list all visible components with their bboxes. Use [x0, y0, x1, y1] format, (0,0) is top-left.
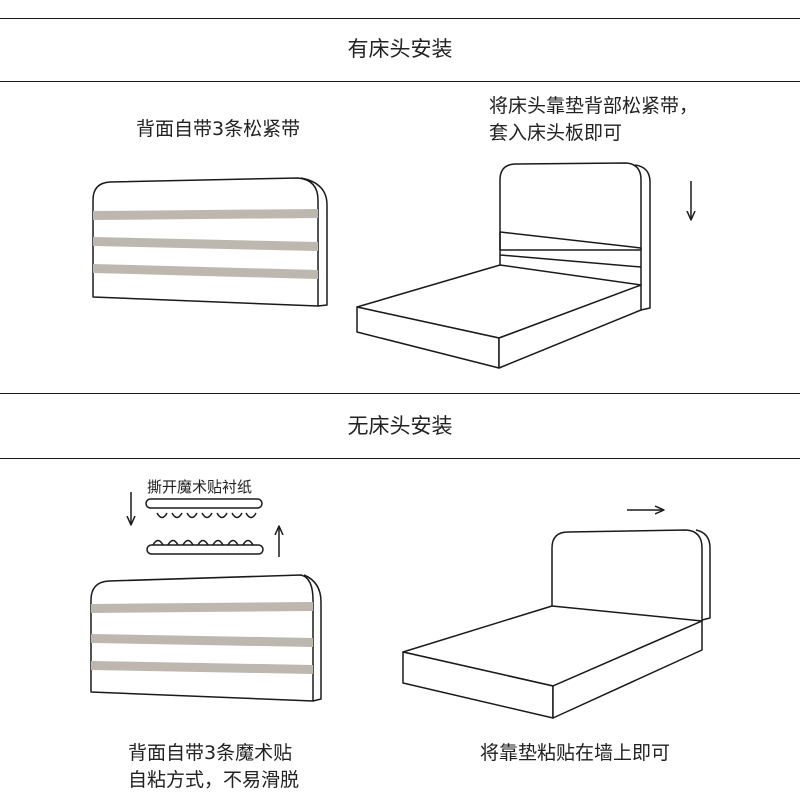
velcro-backing-bottom: [146, 544, 264, 555]
strap-2: [93, 237, 318, 251]
top-divider: [0, 18, 800, 19]
section2-header-divider: [0, 458, 800, 459]
caption-wall-mount: 将靠垫粘贴在墙上即可: [480, 742, 671, 764]
cushion-back-with-straps: [92, 177, 328, 307]
velcro-hooks-bottom: [152, 539, 254, 546]
cushion-back-with-velcro: [90, 574, 322, 702]
strap-1: [93, 209, 318, 220]
bed-with-wall-cushion: [402, 529, 711, 719]
caption-slip-over-line2: 套入床头板即可: [489, 122, 623, 144]
velcro-label: 撕开魔术贴衬纸: [147, 478, 253, 496]
section-divider: [0, 393, 800, 394]
section1-header-divider: [0, 81, 800, 82]
caption-velcro-line1: 背面自带3条魔术贴: [128, 742, 293, 764]
caption-slip-over-line1: 将床头靠垫背部松紧带，: [489, 95, 699, 117]
velcro-backing-top: [145, 498, 263, 509]
caption-straps: 背面自带3条松紧带: [136, 118, 301, 140]
velcro-strips: [145, 498, 264, 555]
velcro-hooks-top: [156, 512, 257, 519]
strap-3: [93, 264, 318, 279]
velcro-strap-1: [91, 602, 313, 613]
section-title-without-headboard: 无床头安装: [347, 414, 453, 438]
caption-velcro-line2: 自粘方式，不易滑脱: [128, 769, 300, 791]
bed-with-headboard: [356, 162, 651, 369]
velcro-strap-3: [91, 661, 313, 674]
section-title-with-headboard: 有床头安装: [347, 37, 453, 61]
velcro-strap-2: [91, 634, 313, 647]
